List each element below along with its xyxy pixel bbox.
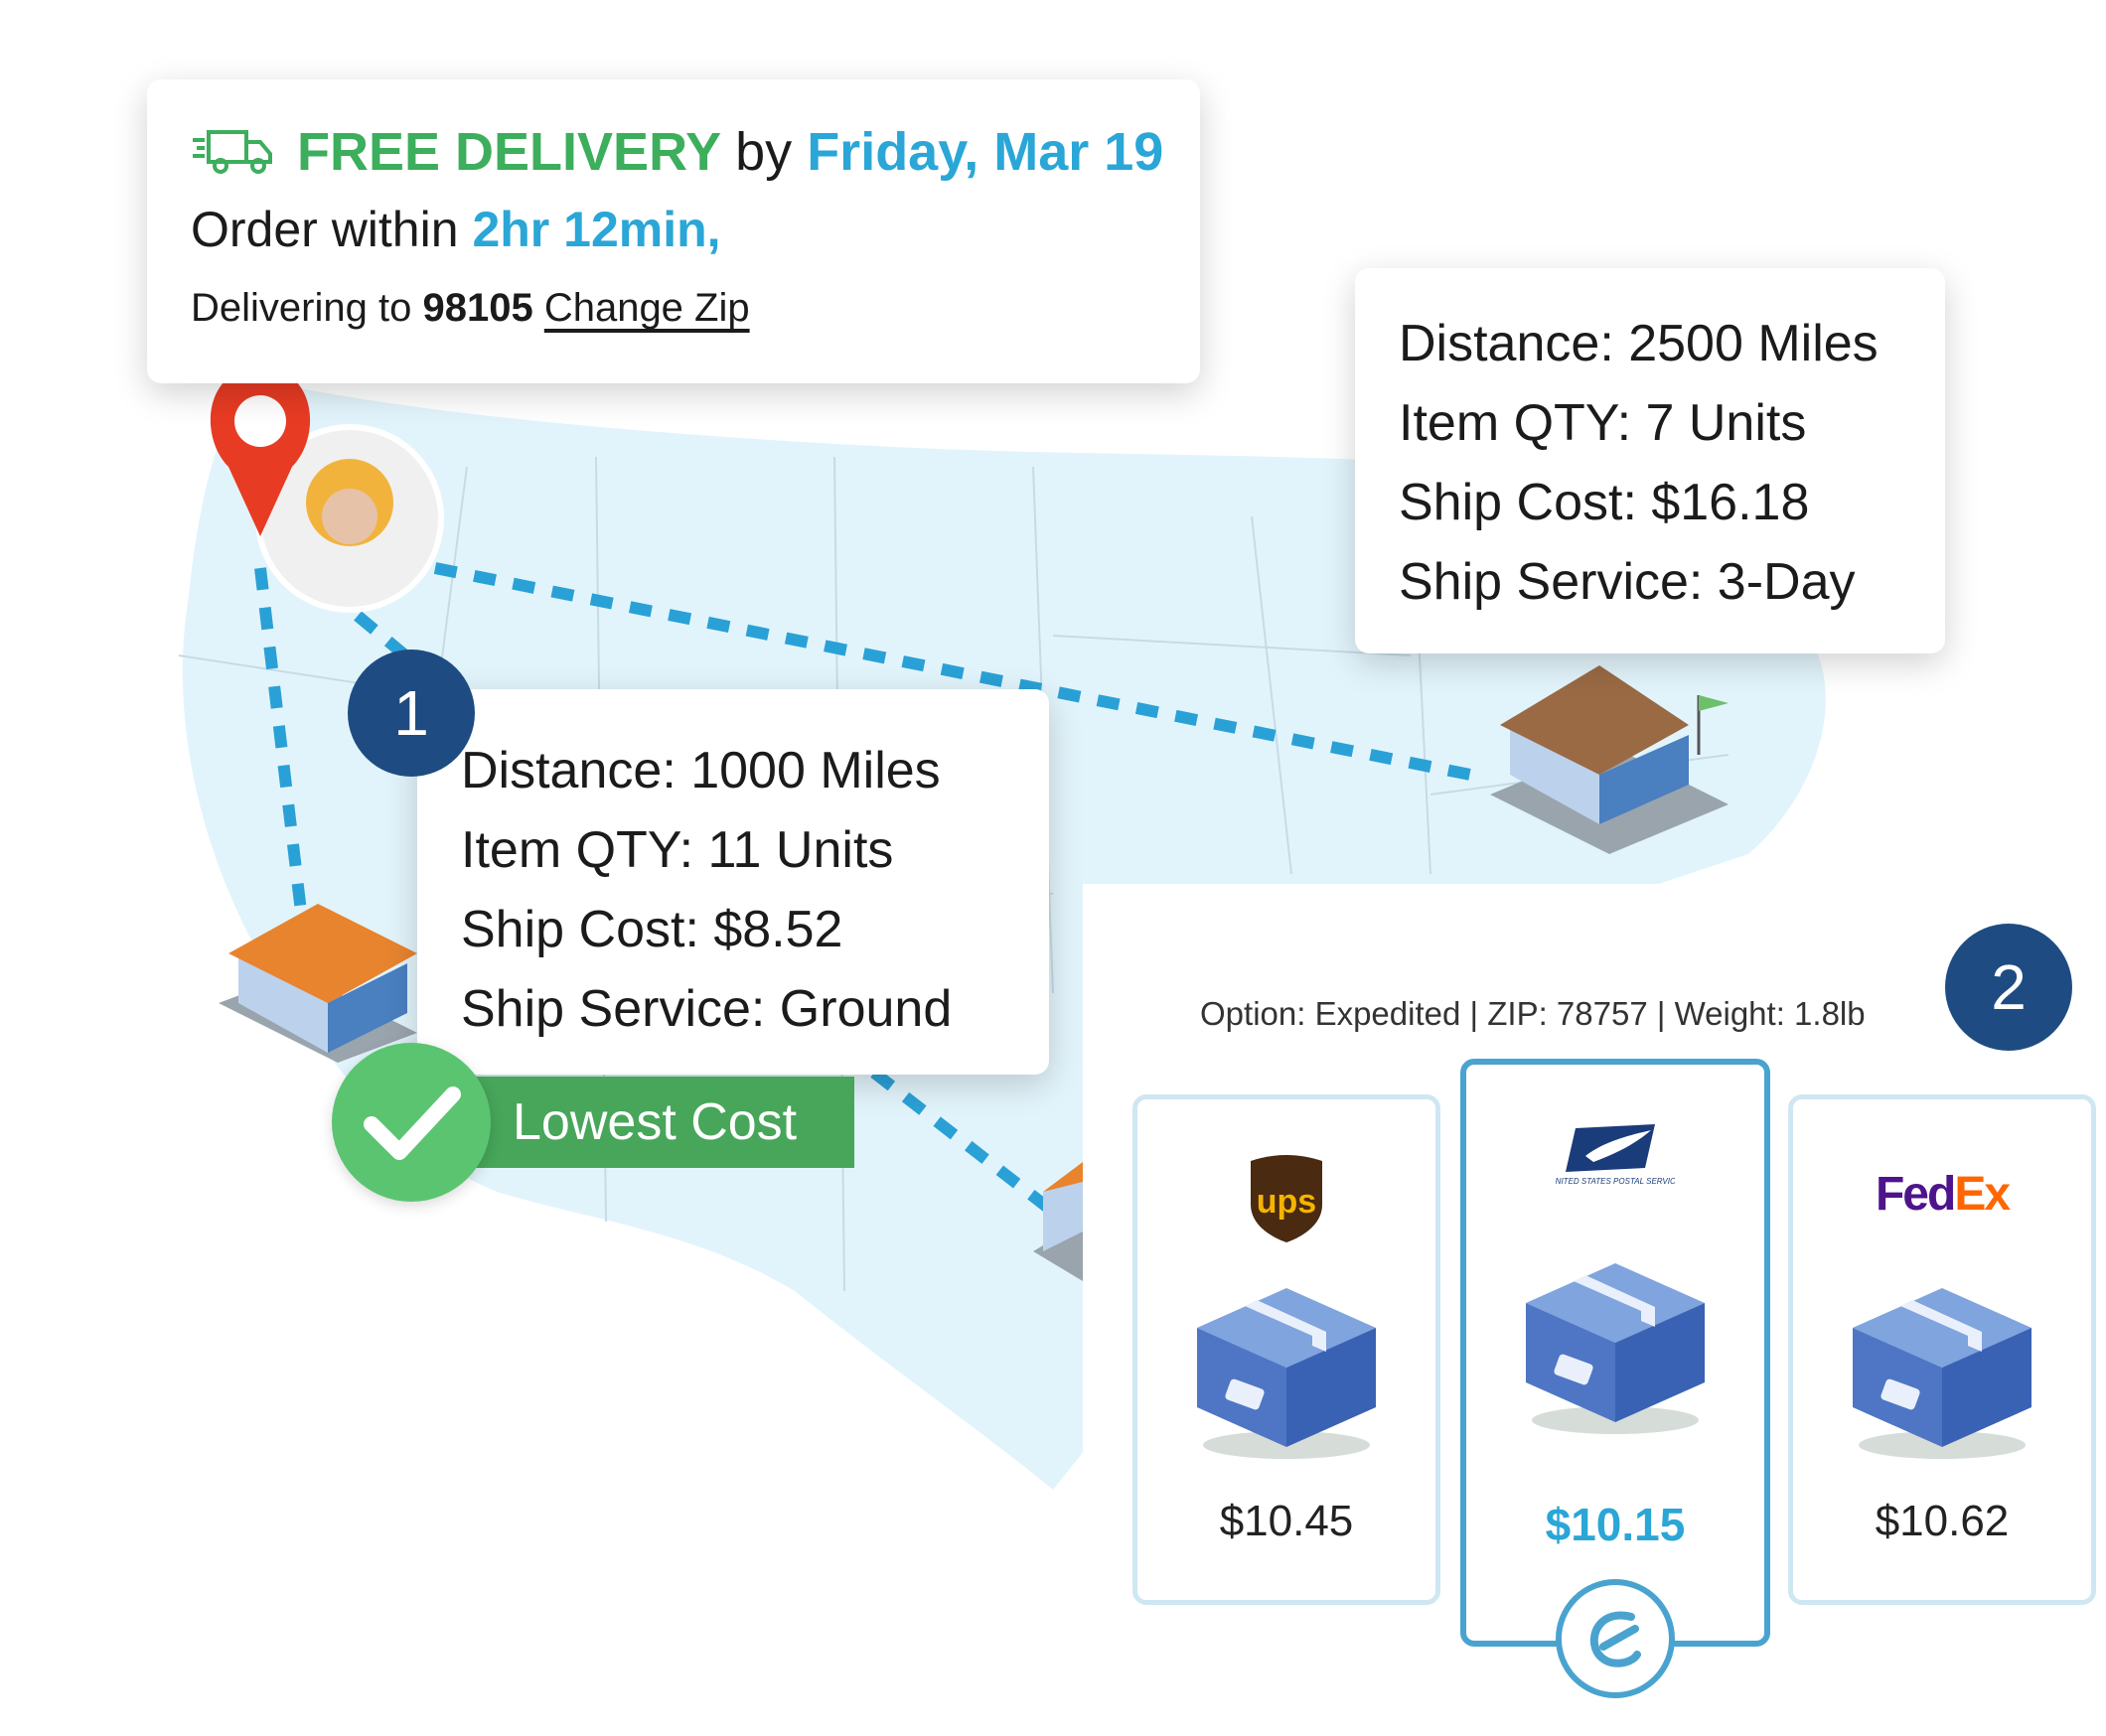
free-delivery-row: FREE DELIVERY by Friday, Mar 19 bbox=[191, 121, 1163, 183]
warehouse-east-icon bbox=[1490, 665, 1729, 854]
fedex-logo-icon: FedEx bbox=[1873, 1167, 2012, 1227]
selected-carrier-logo-icon bbox=[1556, 1579, 1675, 1698]
usps-logo-text: UNITED STATES POSTAL SERVICE bbox=[1556, 1177, 1675, 1186]
lowest-cost-label: Lowest Cost bbox=[467, 1077, 854, 1168]
package-box-icon bbox=[1526, 1263, 1705, 1434]
change-zip-link[interactable]: Change Zip bbox=[543, 286, 750, 330]
delivering-to-row: Delivering to 98105 Change Zip bbox=[191, 286, 750, 331]
warehouse-south-icon bbox=[1033, 1162, 1083, 1281]
west-ship-service: Ship Service: Ground bbox=[461, 980, 953, 1038]
west-warehouse-info-card: Distance: 1000 Miles Item QTY: 11 Units … bbox=[417, 689, 1049, 1075]
step-badge-1: 1 bbox=[348, 650, 475, 777]
delivery-zip: 98105 bbox=[422, 286, 533, 330]
ups-logo-icon: ups bbox=[1251, 1155, 1322, 1242]
route-to-west-warehouse bbox=[254, 567, 312, 954]
east-ship-cost: Ship Cost: $16.18 bbox=[1399, 474, 1810, 531]
east-ship-service: Ship Service: 3-Day bbox=[1399, 553, 1856, 611]
west-item-qty: Item QTY: 11 Units bbox=[461, 821, 894, 879]
warehouse-west-icon bbox=[219, 904, 417, 1063]
fedex-price: $10.62 bbox=[1875, 1497, 2010, 1545]
step-badge-2: 2 bbox=[1945, 924, 2072, 1051]
route-to-east-warehouse bbox=[433, 562, 1482, 783]
usps-price: $10.15 bbox=[1545, 1499, 1686, 1550]
package-box-icon bbox=[1853, 1288, 2031, 1459]
east-distance: Distance: 2500 Miles bbox=[1399, 315, 1879, 372]
west-ship-cost: Ship Cost: $8.52 bbox=[461, 901, 843, 958]
package-box-icon bbox=[1197, 1288, 1376, 1459]
by-label: by bbox=[735, 122, 793, 182]
usps-eagle-logo-icon: UNITED STATES POSTAL SERVICE bbox=[1556, 1124, 1675, 1186]
route-to-south-warehouse-start bbox=[354, 611, 421, 670]
delivery-estimate-card: FREE DELIVERY by Friday, Mar 19 Order wi… bbox=[147, 79, 1200, 383]
order-within-row: Order within 2hr 12min, bbox=[191, 201, 721, 258]
location-pin-icon bbox=[210, 367, 311, 536]
ups-price: $10.45 bbox=[1219, 1497, 1354, 1545]
shipping-option-summary: Option: Expedited | ZIP: 78757 | Weight:… bbox=[1200, 995, 1866, 1032]
fedex-logo-fed: Fed bbox=[1875, 1168, 1956, 1221]
carrier-card-ups[interactable]: ups $10.45 bbox=[1132, 1094, 1440, 1605]
order-within-label: Order within bbox=[191, 202, 459, 257]
fedex-logo-ex: Ex bbox=[1954, 1168, 2011, 1221]
checkmark-icon bbox=[332, 1043, 491, 1202]
avatar-face bbox=[322, 489, 377, 544]
ups-logo-text: ups bbox=[1257, 1183, 1316, 1221]
delivering-to-label: Delivering to bbox=[191, 286, 412, 330]
east-item-qty: Item QTY: 7 Units bbox=[1399, 394, 1807, 452]
location-pin-hole bbox=[234, 395, 286, 447]
carrier-card-usps[interactable]: UNITED STATES POSTAL SERVICE $10.15 bbox=[1460, 1059, 1770, 1647]
free-delivery-label: FREE DELIVERY bbox=[297, 122, 721, 182]
time-left: 2hr 12min, bbox=[472, 202, 721, 257]
east-warehouse-info-card: Distance: 2500 Miles Item QTY: 7 Units S… bbox=[1355, 268, 1945, 653]
carrier-card-fedex[interactable]: FedEx $10.62 bbox=[1788, 1094, 2096, 1605]
west-distance: Distance: 1000 Miles bbox=[461, 742, 941, 799]
delivery-truck-icon bbox=[193, 130, 272, 174]
shipping-routes bbox=[254, 562, 1482, 1217]
delivery-date: Friday, Mar 19 bbox=[807, 122, 1164, 182]
